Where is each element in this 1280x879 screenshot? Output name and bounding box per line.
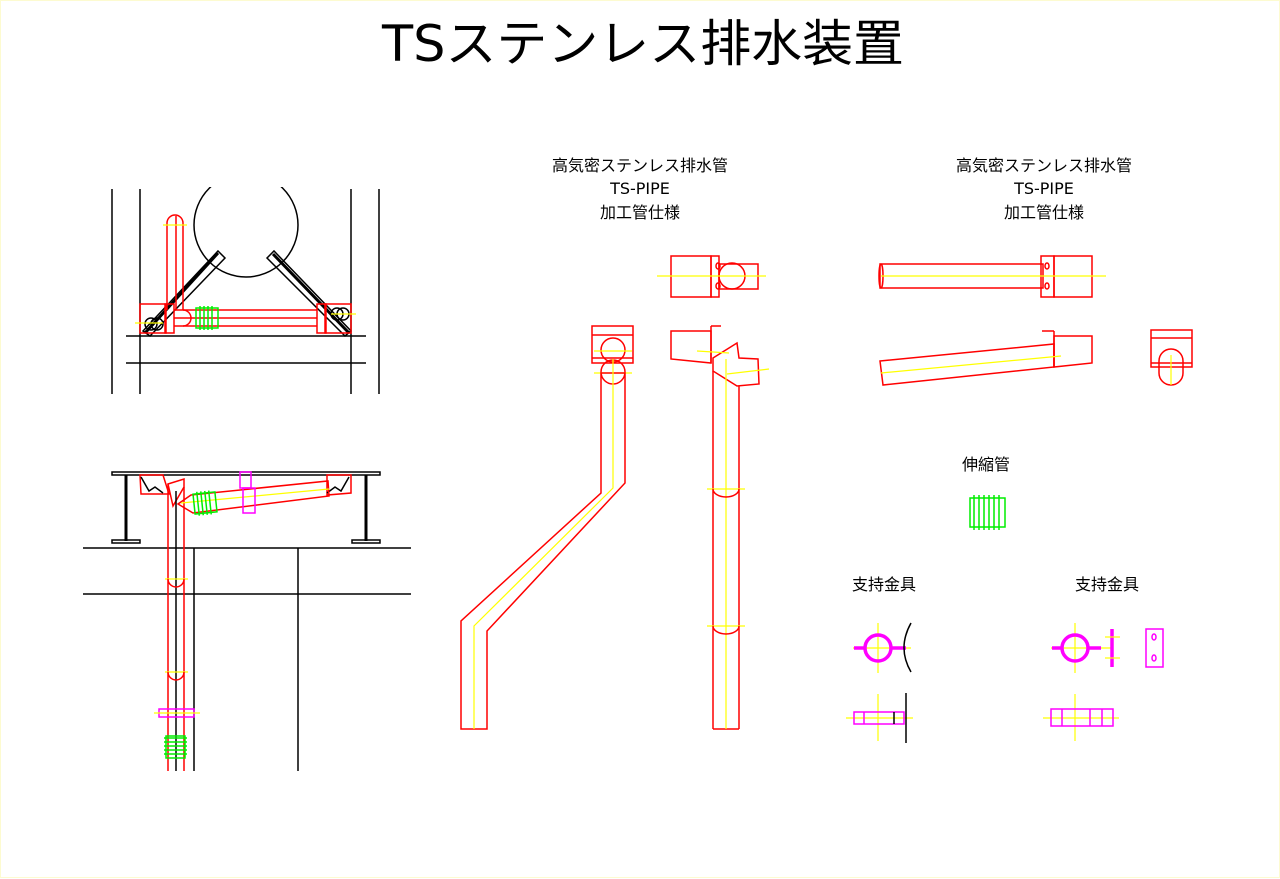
pipe-end-view — [1150, 329, 1193, 386]
spec-left-line2: TS-PIPE — [609, 179, 670, 198]
support-left-label: 支持金具 — [852, 575, 916, 594]
bellows-icon — [195, 306, 219, 330]
bent-pipe-side-view — [670, 325, 770, 730]
support-right-label: 支持金具 — [1075, 575, 1139, 594]
expansion-joint-label: 伸縮管 — [962, 455, 1010, 474]
section-view-drawing — [83, 471, 411, 771]
spec-label-right: 高気密ステンレス排水管 TS-PIPE 加工管仕様 — [956, 156, 1132, 222]
plan-view-drawing — [111, 187, 380, 394]
straight-pipe-top-view — [878, 255, 1106, 298]
spec-left-line3: 加工管仕様 — [600, 203, 680, 222]
bellows-icon — [164, 735, 187, 759]
spec-right-line1: 高気密ステンレス排水管 — [956, 156, 1132, 175]
sloped-pipe-side-view — [879, 330, 1093, 386]
drawing-title: TSステンレス排水装置 — [381, 15, 904, 73]
support-bracket-left — [846, 622, 913, 743]
support-bracket-right — [1043, 623, 1164, 741]
bent-pipe-top-view — [657, 255, 766, 298]
bellows-icon — [969, 495, 1006, 530]
spec-right-line3: 加工管仕様 — [1004, 203, 1084, 222]
spec-label-left: 高気密ステンレス排水管 TS-PIPE 加工管仕様 — [552, 156, 728, 222]
bent-pipe-front-view — [460, 325, 634, 730]
spec-right-line2: TS-PIPE — [1013, 179, 1074, 198]
bellows-icon — [192, 490, 218, 516]
spec-left-line1: 高気密ステンレス排水管 — [552, 156, 728, 175]
